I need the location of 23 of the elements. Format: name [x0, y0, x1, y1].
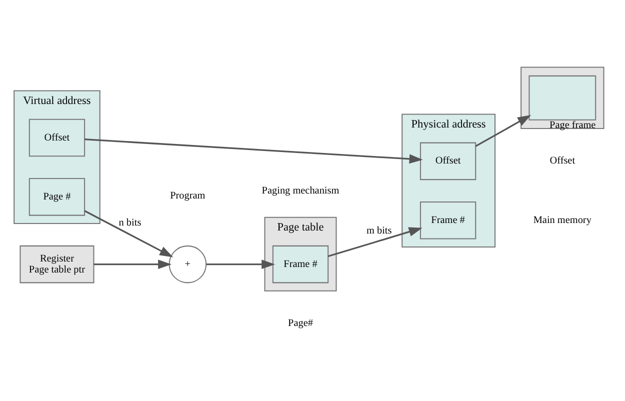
edge-label: m bits: [366, 226, 392, 237]
label: Paging mechanism: [262, 185, 340, 196]
label: Program: [170, 190, 206, 202]
label: Offset: [550, 156, 576, 167]
node-box: Register Page table ptr: [20, 245, 94, 284]
arrow: [475, 114, 532, 147]
edge-label: n bits: [118, 218, 142, 229]
node-box: [528, 75, 596, 120]
node-label: Page frame: [550, 120, 596, 132]
node-box: Frame #: [272, 245, 329, 284]
node-box: Frame #: [420, 202, 476, 240]
arrow: [94, 260, 172, 270]
arrow: [84, 210, 174, 258]
arrow: [206, 260, 276, 270]
node-box: Offset: [28, 118, 86, 157]
label: Page#: [288, 318, 313, 330]
label: Main memory: [533, 214, 592, 226]
node-box: Offset: [420, 142, 476, 180]
arrow: [84, 138, 423, 164]
node-circle: +: [168, 245, 207, 284]
node-box: Page #: [28, 178, 86, 216]
cluster: [520, 66, 604, 130]
arrow: [328, 227, 422, 258]
